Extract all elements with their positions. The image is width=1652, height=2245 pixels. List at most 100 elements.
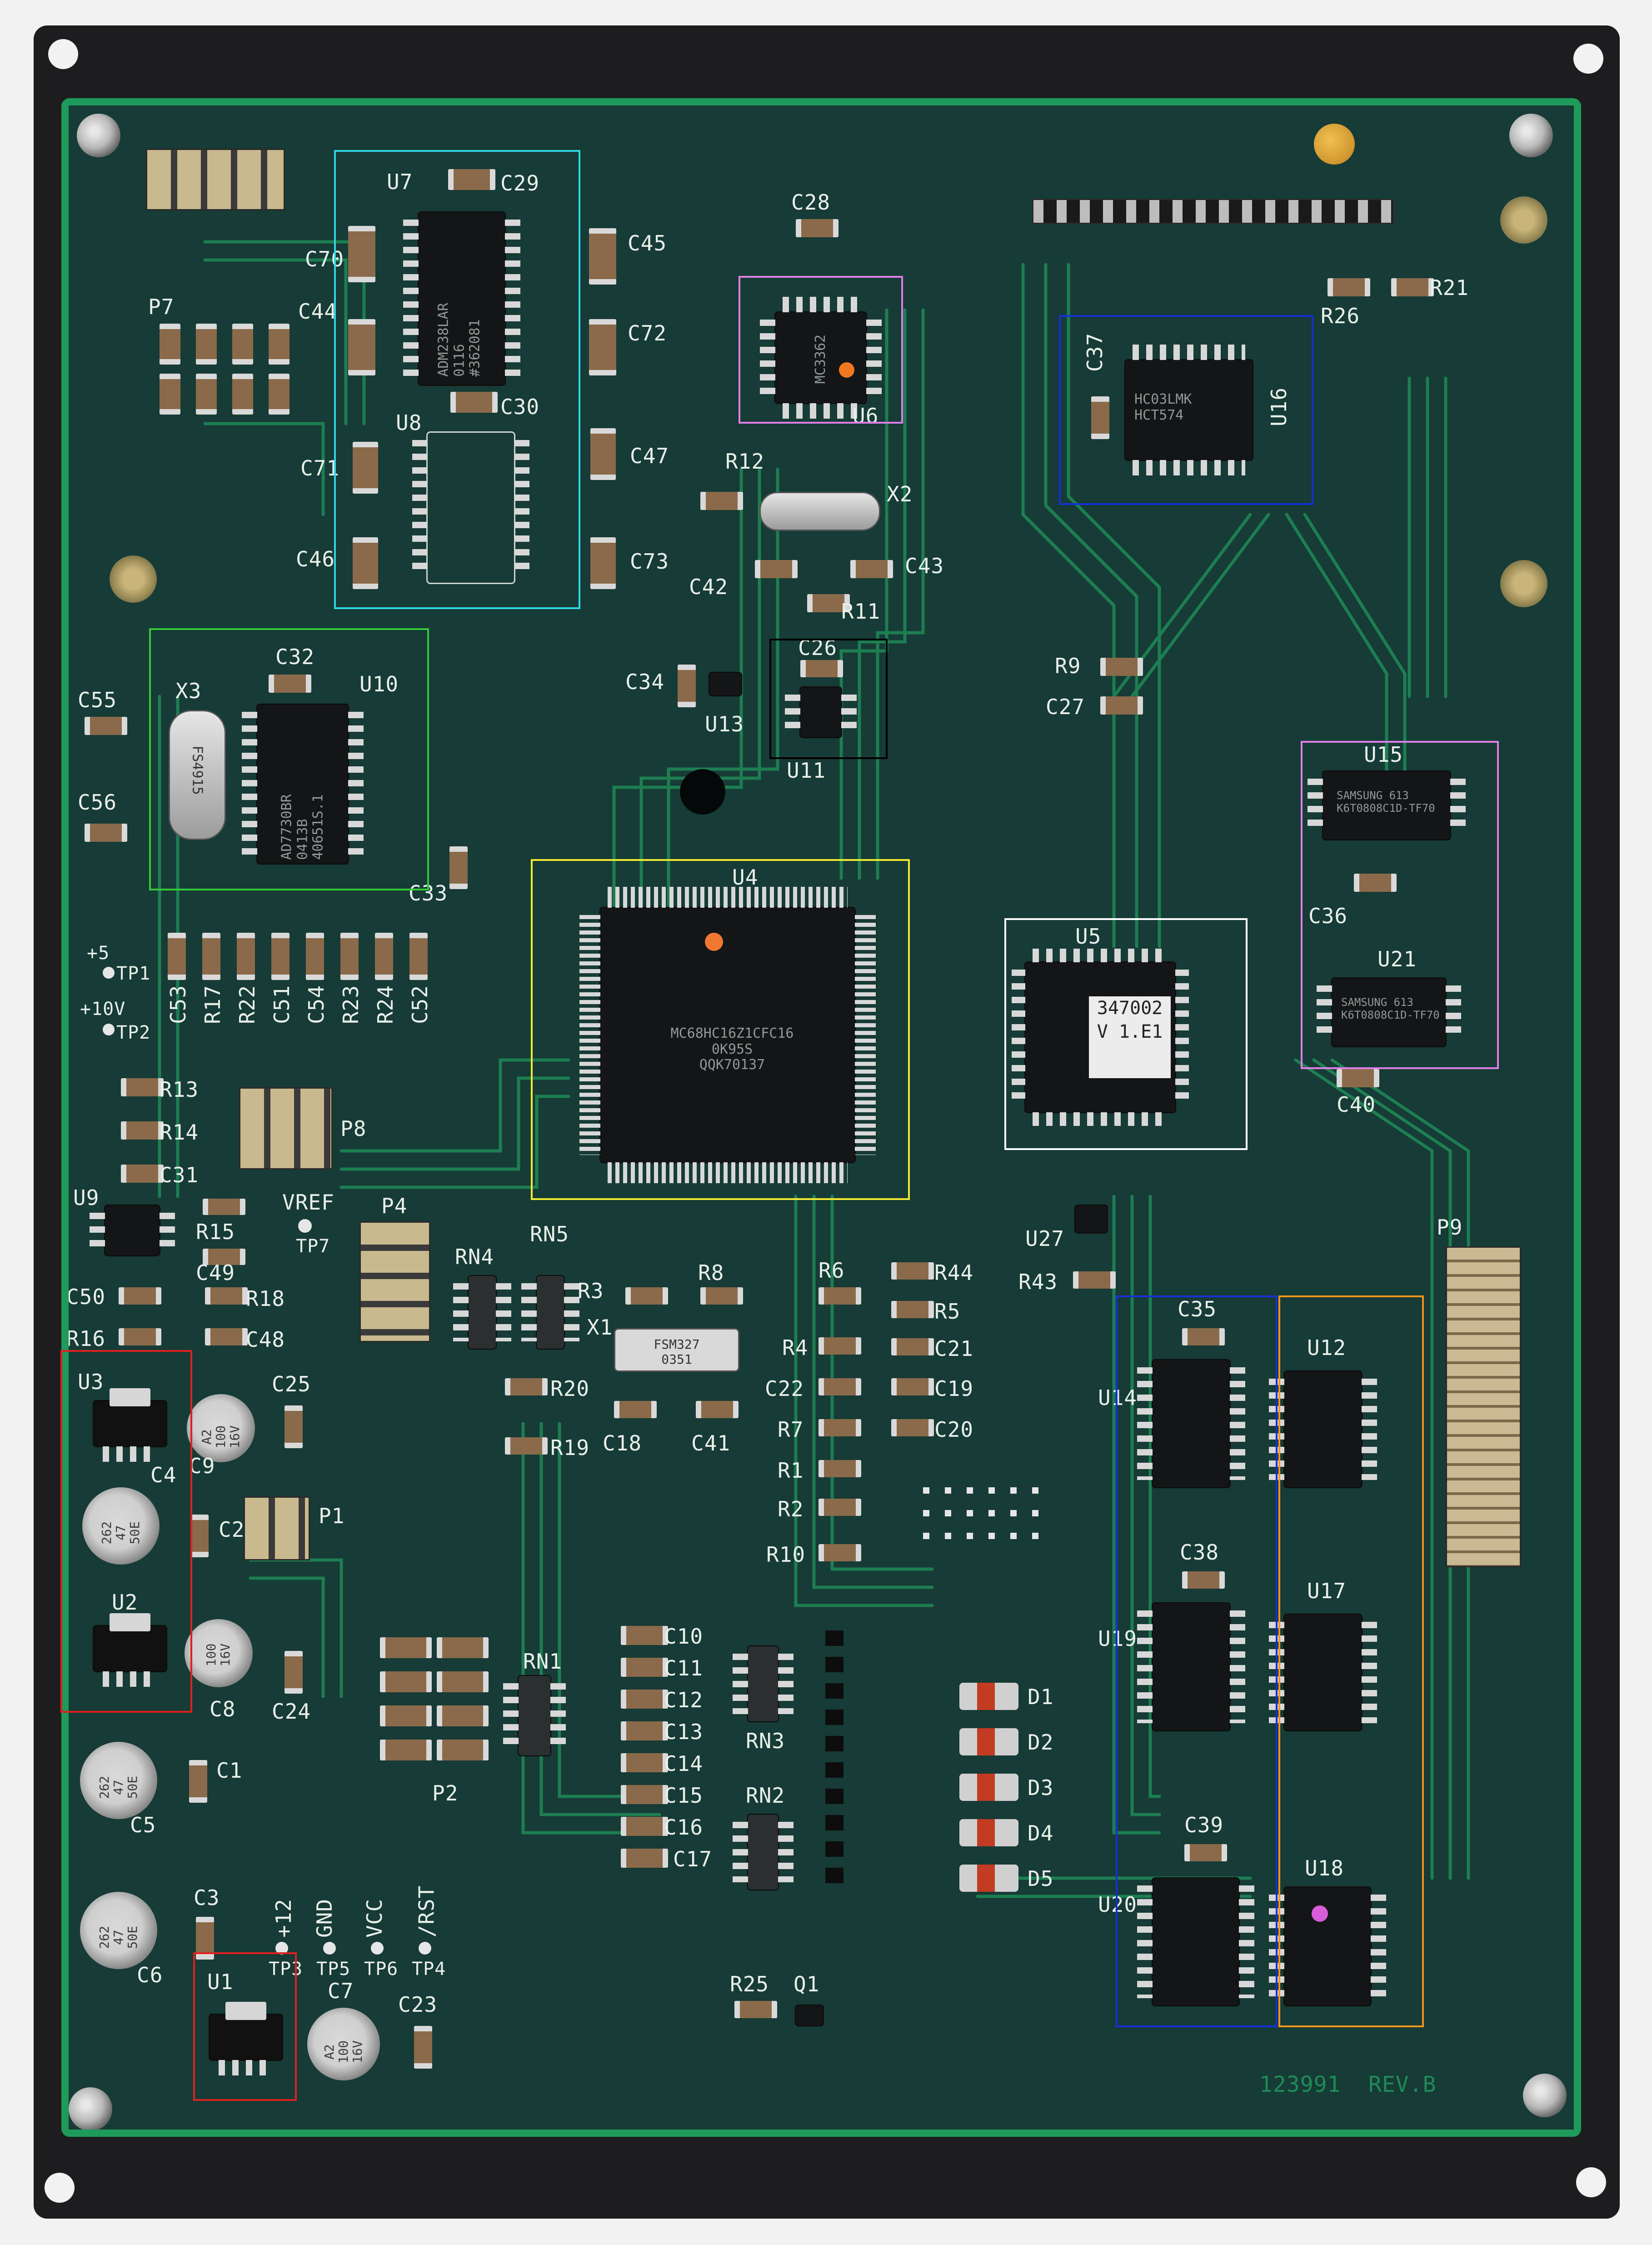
chip-u4: MC68HC16Z1CFC16 0K95S QQK70137 — [579, 887, 876, 1183]
label-r20: R20 — [550, 1376, 590, 1401]
capacitor-c7: A2 100 16V — [307, 2008, 380, 2080]
cap-c11 — [621, 1658, 668, 1677]
fiducial — [1500, 196, 1547, 244]
label-c20: C20 — [934, 1417, 974, 1442]
test-point-tp7[interactable] — [298, 1219, 312, 1233]
cap-c20 — [891, 1419, 934, 1436]
label-r25: R25 — [730, 1972, 769, 1996]
resistor-network-rn2 — [733, 1815, 794, 1890]
jumper-block-p2 — [437, 1637, 489, 1658]
label-u1: U1 — [207, 1970, 234, 1994]
label-d2: D2 — [1028, 1730, 1054, 1755]
label-u15: U15 — [1364, 742, 1403, 767]
label-r2: R2 — [778, 1497, 804, 1521]
label-p8: P8 — [340, 1116, 367, 1141]
label-c45: C45 — [628, 231, 667, 255]
resistor-r43 — [1073, 1271, 1116, 1289]
label-tp2-voltage: +10V — [80, 999, 126, 1020]
cap-c25 — [284, 1405, 303, 1448]
resistor-r7 — [819, 1419, 861, 1436]
label-u10: U10 — [359, 672, 399, 696]
chip-u11 — [785, 687, 857, 737]
cap-c21 — [891, 1338, 934, 1355]
chip-u10: AD7730BR 0413B 40651S.1 — [242, 705, 364, 864]
label-c72: C72 — [628, 321, 667, 345]
label-c47: C47 — [630, 444, 669, 468]
label-u9: U9 — [73, 1185, 100, 1210]
test-point-tp1[interactable] — [103, 967, 115, 979]
label-r44: R44 — [934, 1260, 974, 1285]
label-p9: P9 — [1437, 1215, 1463, 1240]
resistor-r9 — [1100, 658, 1143, 676]
label-c44: C44 — [298, 299, 338, 324]
test-point-tp2[interactable] — [103, 1024, 115, 1035]
resistor-r15-pad — [203, 1199, 245, 1215]
label-c25: C25 — [272, 1372, 311, 1396]
label-r13: R13 — [160, 1077, 199, 1102]
cap-c12 — [621, 1690, 668, 1709]
label-p1: P1 — [319, 1504, 345, 1528]
cap-c45 — [589, 228, 616, 285]
label-u12: U12 — [1307, 1335, 1347, 1360]
label-u7: U7 — [387, 170, 413, 194]
test-point-tp4[interactable] — [419, 1942, 431, 1955]
cap-c10 — [621, 1626, 668, 1645]
label-r6: R6 — [819, 1258, 845, 1283]
resistor-r12 — [700, 492, 743, 510]
resistor-r18 — [205, 1287, 248, 1305]
cap-c17 — [621, 1849, 668, 1868]
label-r3: R3 — [578, 1279, 604, 1303]
chip-u13 — [709, 673, 741, 695]
standoff — [1509, 114, 1553, 157]
label-c53: C53 — [166, 985, 191, 1025]
crystal-x3: FS4915 — [169, 710, 226, 840]
label-c1: C1 — [216, 1758, 243, 1783]
black-box-u11 — [769, 639, 888, 759]
cap-c19 — [891, 1378, 934, 1395]
green-box-u10 — [149, 628, 429, 890]
label-c23: C23 — [398, 1992, 438, 2017]
component-c52 — [409, 933, 428, 980]
label-tp5-voltage: GND — [312, 1898, 337, 1938]
board-revision: REV.B — [1368, 2072, 1437, 2097]
label-d3: D3 — [1028, 1775, 1054, 1800]
label-x3: X3 — [175, 679, 202, 703]
cap-c50 — [119, 1287, 161, 1305]
white-box-u5 — [1004, 918, 1248, 1150]
label-x2: X2 — [887, 482, 913, 506]
resistor-r5 — [891, 1301, 934, 1318]
label-d1: D1 — [1028, 1685, 1054, 1709]
resistor-r2 — [819, 1499, 861, 1516]
tab — [110, 1388, 150, 1406]
label-c27: C27 — [1046, 695, 1085, 719]
standoff — [77, 114, 120, 157]
pad-column — [825, 1630, 843, 1894]
cap-c35 — [1182, 1328, 1225, 1345]
mount-hole — [1573, 44, 1603, 74]
mount-hole — [1576, 2167, 1606, 2197]
led-d1 — [959, 1683, 1018, 1710]
label-c55: C55 — [78, 688, 117, 712]
chip-u9 — [90, 1205, 175, 1255]
test-point-tp6[interactable] — [371, 1942, 384, 1955]
cap-c49-pad — [203, 1249, 245, 1265]
label-c40: C40 — [1337, 1092, 1376, 1117]
test-point-tp5[interactable] — [323, 1942, 336, 1955]
label-u13: U13 — [705, 712, 744, 736]
cap-c47 — [590, 428, 616, 480]
label-r12: R12 — [725, 449, 765, 474]
cap-c14 — [621, 1753, 668, 1772]
jumper-block-p7 — [269, 324, 289, 365]
label-r18: R18 — [246, 1286, 285, 1311]
cap-c40 — [1337, 1069, 1379, 1087]
violet-box-u6 — [739, 276, 903, 424]
cyan-box — [334, 150, 580, 609]
chip-u27 — [1075, 1205, 1107, 1233]
label-tp3-voltage: +12 — [271, 1898, 296, 1938]
label-r26: R26 — [1321, 304, 1360, 328]
cap-c48 — [205, 1328, 248, 1345]
resistor-r21 — [1391, 278, 1434, 296]
violet-box-u15 — [1301, 741, 1499, 1069]
cap-c37 — [1091, 396, 1109, 439]
label-u5: U5 — [1075, 924, 1102, 949]
